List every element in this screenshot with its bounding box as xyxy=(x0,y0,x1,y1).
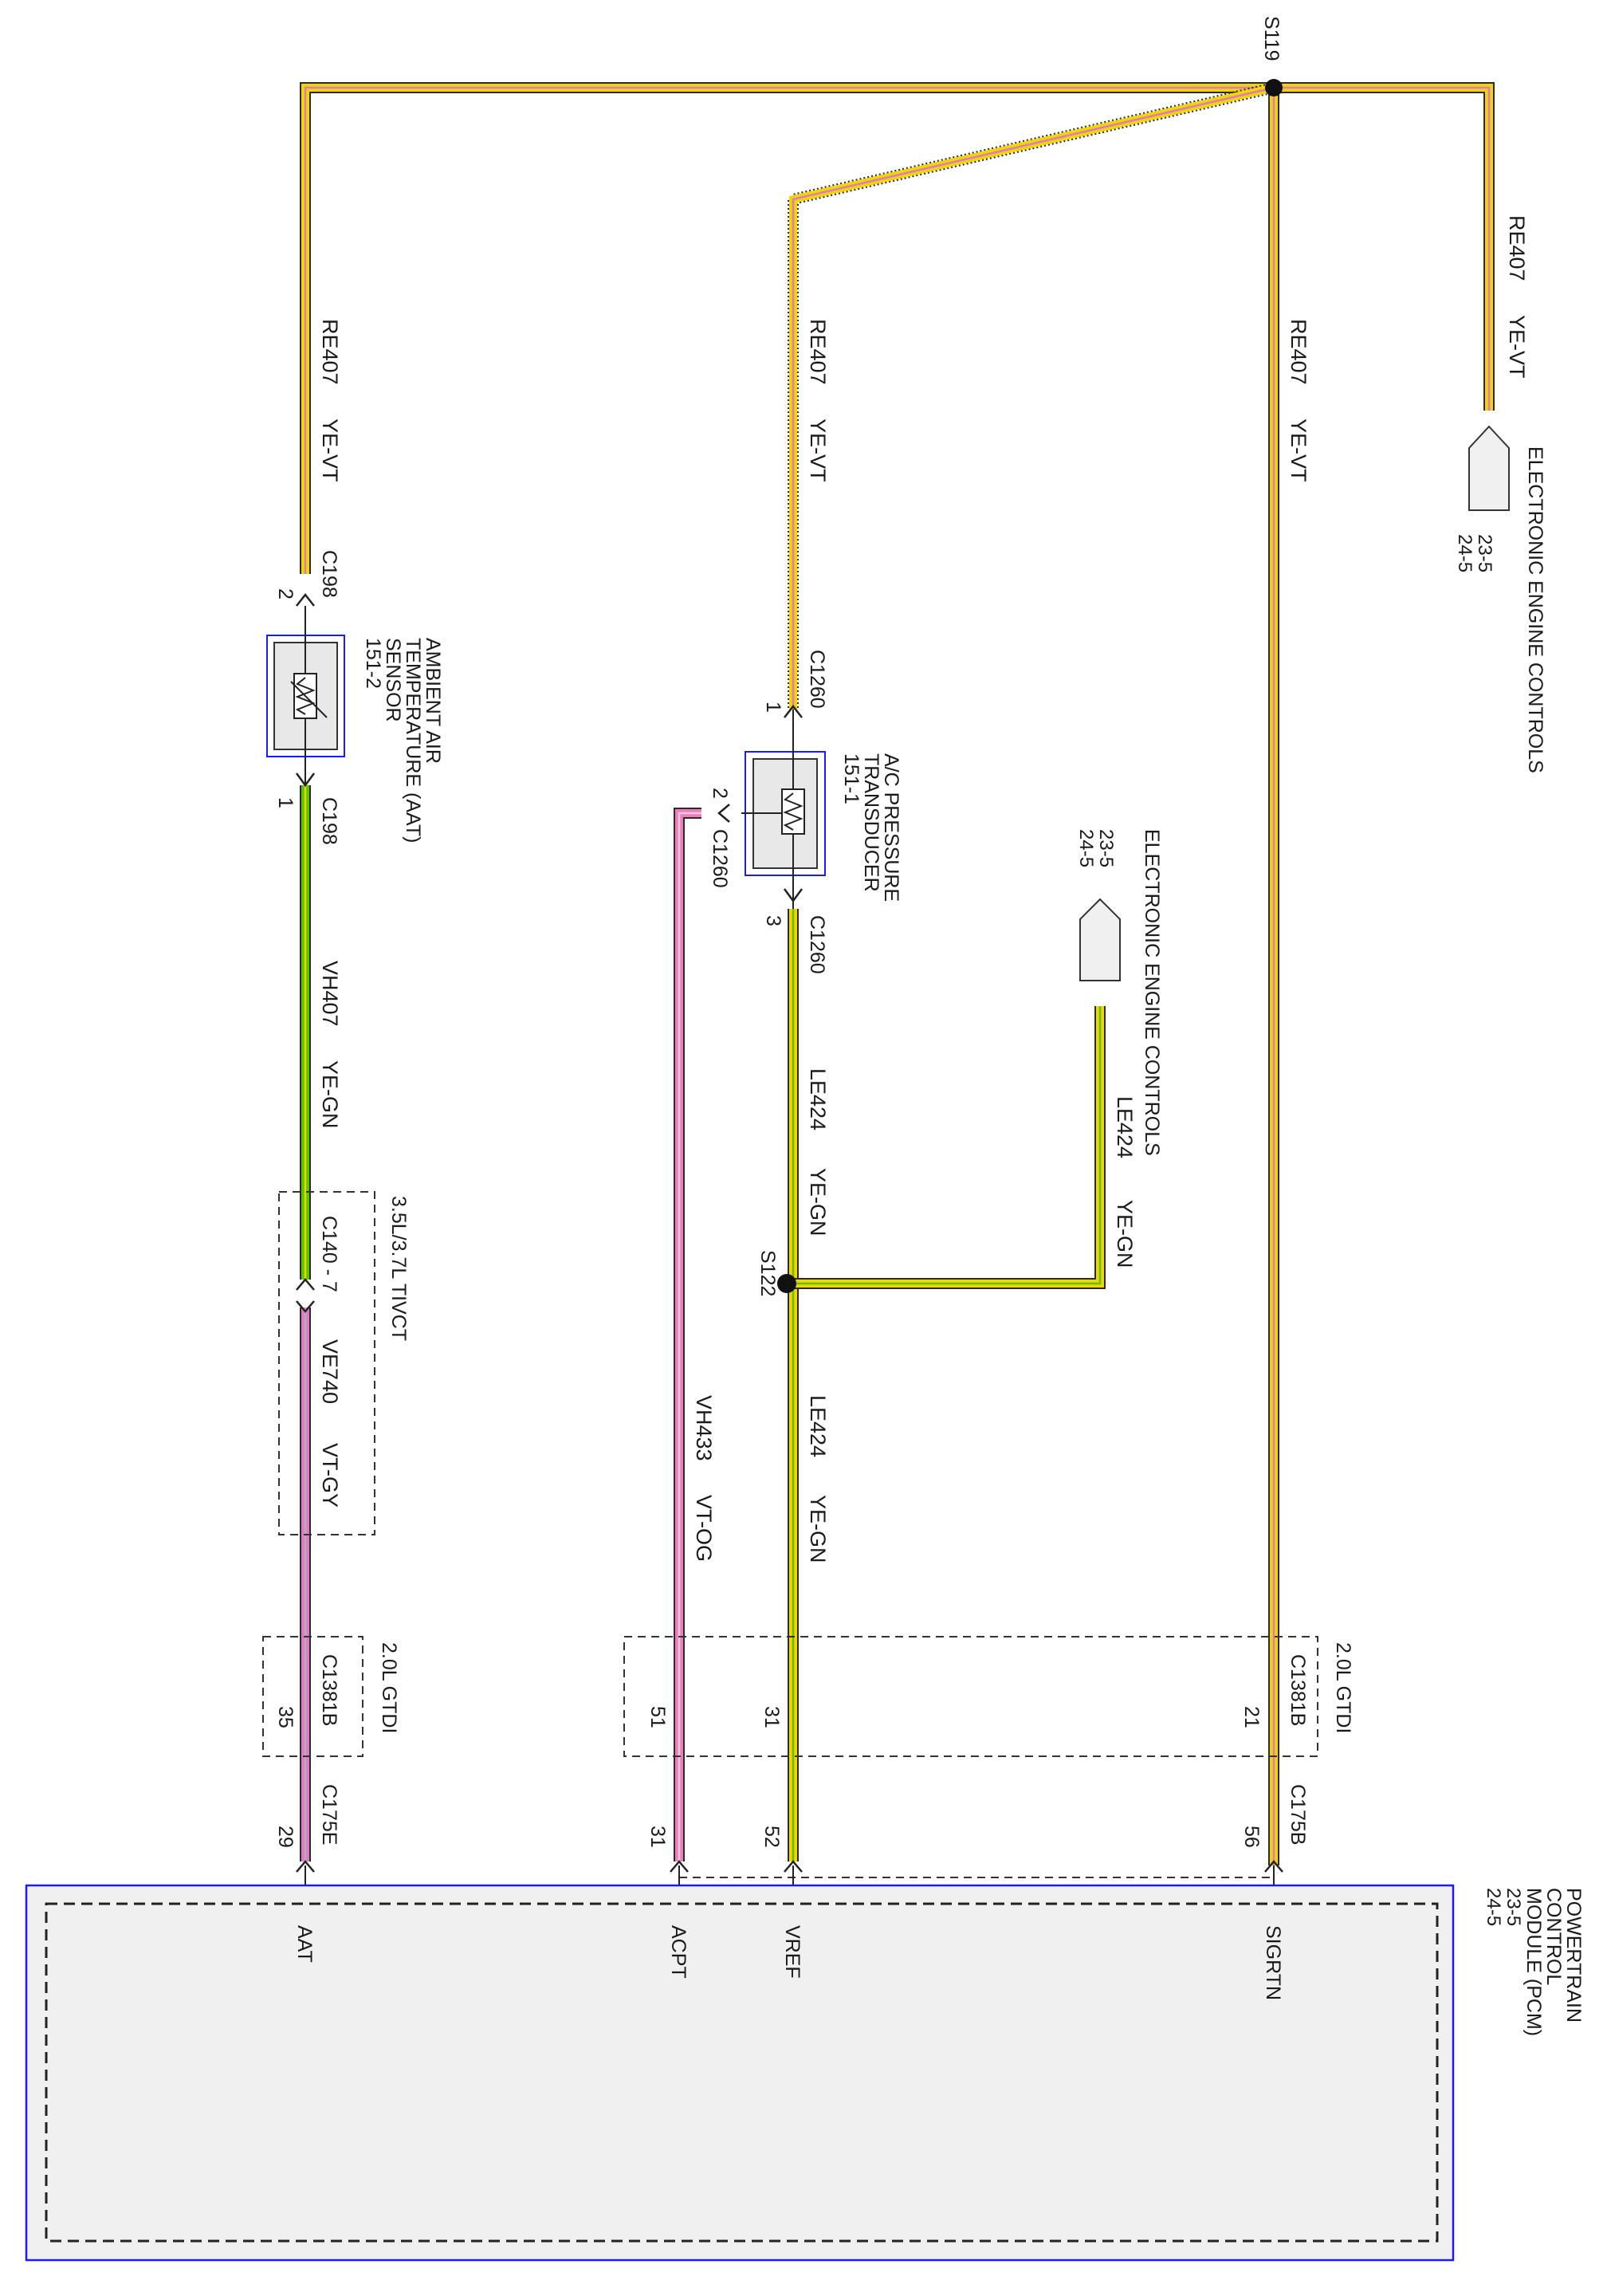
wire-label-color: YE-VT xyxy=(806,419,830,482)
option-box-tivct: 3.5L/3.7L TIVCT xyxy=(278,1191,410,1535)
svg-text:151-2: 151-2 xyxy=(362,638,384,689)
wire-label-color: YE-GN xyxy=(318,1060,342,1129)
svg-text:ELECTRONIC ENGINE CONTROLS: ELECTRONIC ENGINE CONTROLS xyxy=(1524,446,1546,773)
wire-label-circuit: VH433 xyxy=(692,1395,716,1461)
wire-label-color: YE-VT xyxy=(318,419,342,482)
wire-vh433 xyxy=(674,808,701,1862)
wire-label-circuit: LE424 xyxy=(806,1068,830,1130)
svg-text:C175E: C175E xyxy=(318,1784,340,1845)
aat-sensor-label: AMBIENT AIR TEMPERATURE (AAT) SENSOR 151… xyxy=(362,638,444,843)
option-box-gtdi-right: 2.0L GTDI C1381B 21 31 51 xyxy=(623,1636,1354,1757)
wire-label-color: YE-GN xyxy=(806,1168,830,1236)
wire-label-color: YE-VT xyxy=(1287,419,1310,482)
svg-text:23-5: 23-5 xyxy=(1095,829,1117,867)
svg-text:C1381B: C1381B xyxy=(318,1654,340,1726)
wire-label-circuit: RE407 xyxy=(1287,319,1310,385)
svg-text:2: 2 xyxy=(274,588,297,600)
pcm-pin-acpt: ACPT xyxy=(667,1925,690,1979)
eec-mid-arrow-icon xyxy=(1079,898,1121,981)
svg-text:SENSOR: SENSOR xyxy=(382,638,404,722)
acp-transducer xyxy=(717,710,826,909)
splice-s119-label: S119 xyxy=(1260,16,1283,61)
svg-text:ELECTRONIC ENGINE CONTROLS: ELECTRONIC ENGINE CONTROLS xyxy=(1141,829,1163,1156)
svg-text:24-5: 24-5 xyxy=(1483,1888,1504,1926)
svg-text:31: 31 xyxy=(646,1826,669,1848)
connector-c1260-side: C1260 2 xyxy=(709,788,731,888)
connector-c198-top: C198 2 xyxy=(274,550,340,607)
wire-le424 xyxy=(788,909,1106,1862)
svg-text:29: 29 xyxy=(274,1826,297,1848)
svg-text:2.0L GTDI: 2.0L GTDI xyxy=(378,1642,400,1733)
wire-label-circuit: LE424 xyxy=(1113,1096,1137,1158)
eec-top-label: ELECTRONIC ENGINE CONTROLS 23-5 24-5 xyxy=(1454,446,1546,773)
svg-text:31: 31 xyxy=(760,1706,783,1728)
svg-text:3.5L/3.7L TIVCT: 3.5L/3.7L TIVCT xyxy=(387,1196,410,1341)
wire-label-color: YE-GN xyxy=(1113,1200,1137,1268)
wire-label-circuit: RE407 xyxy=(318,319,342,385)
svg-text:52: 52 xyxy=(760,1826,783,1848)
connector-c1260-top: C1260 1 xyxy=(762,650,828,718)
svg-text:MODULE (PCM): MODULE (PCM) xyxy=(1523,1888,1545,2036)
svg-text:2.0L GTDI: 2.0L GTDI xyxy=(1332,1642,1354,1733)
wire-label-circuit: RE407 xyxy=(806,319,830,385)
svg-text:C1260: C1260 xyxy=(806,650,828,709)
svg-text:POWERTRAIN: POWERTRAIN xyxy=(1562,1888,1585,2023)
svg-text:2: 2 xyxy=(709,788,731,799)
aat-sensor xyxy=(266,606,345,785)
wire-label-circuit: VH407 xyxy=(318,961,342,1027)
pcm-pin-sigrtn: SIGRTN xyxy=(1262,1925,1284,2000)
splice-s122 xyxy=(777,1274,796,1293)
connector-c1260-bottom: C1260 3 xyxy=(762,888,828,974)
connector-c175e: C175E 29 xyxy=(274,1784,340,1905)
wire-label-color: YE-VT xyxy=(1505,315,1529,379)
connector-c198-bottom: C198 1 xyxy=(274,773,340,845)
svg-text:C1260: C1260 xyxy=(806,915,828,974)
wire-label-color: YE-GN xyxy=(806,1495,830,1563)
svg-text:TEMPERATURE (AAT): TEMPERATURE (AAT) xyxy=(402,638,424,843)
svg-text:C175B: C175B xyxy=(1287,1784,1309,1845)
svg-text:23-5: 23-5 xyxy=(1474,534,1495,572)
svg-text:24-5: 24-5 xyxy=(1075,829,1097,867)
pcm-pin-aat: AAT xyxy=(293,1925,316,1963)
svg-text:C198: C198 xyxy=(318,797,340,845)
splice-s122-label: S122 xyxy=(756,1250,779,1296)
pcm-pin-vref: VREF xyxy=(781,1925,804,1979)
wire-re407-top-run xyxy=(300,82,1495,574)
svg-text:1: 1 xyxy=(274,797,297,808)
svg-text:TRANSDUCER: TRANSDUCER xyxy=(860,753,882,892)
svg-text:1: 1 xyxy=(762,702,784,713)
svg-text:24-5: 24-5 xyxy=(1454,534,1475,572)
option-box-gtdi-left: 2.0L GTDI C1381B 35 xyxy=(262,1636,400,1757)
wire-re407-diagonal xyxy=(788,82,1275,710)
pcm-module xyxy=(25,1884,1455,2262)
svg-text:C140 - 7: C140 - 7 xyxy=(318,1216,340,1292)
wire-label-circuit: LE424 xyxy=(806,1395,830,1457)
wire-label-circuit: VE740 xyxy=(318,1339,342,1404)
svg-text:CONTROL: CONTROL xyxy=(1542,1888,1565,1985)
connector-c140: C140 - 7 xyxy=(296,1216,340,1313)
eec-top-arrow-icon xyxy=(1468,425,1510,511)
svg-text:A/C PRESSURE: A/C PRESSURE xyxy=(880,753,902,902)
svg-text:AMBIENT AIR: AMBIENT AIR xyxy=(422,638,444,764)
svg-text:23-5: 23-5 xyxy=(1503,1888,1524,1926)
wire-label-circuit: RE407 xyxy=(1505,215,1529,281)
svg-text:C1381B: C1381B xyxy=(1287,1654,1309,1726)
pcm-label: POWERTRAIN CONTROL MODULE (PCM) 23-5 24-… xyxy=(1483,1888,1585,2036)
svg-text:51: 51 xyxy=(646,1706,669,1728)
wire-label-color: VT-OG xyxy=(692,1495,716,1562)
svg-text:21: 21 xyxy=(1240,1706,1263,1728)
acp-transducer-label: A/C PRESSURE TRANSDUCER 151-1 xyxy=(840,753,902,902)
eec-mid-label: ELECTRONIC ENGINE CONTROLS 23-5 24-5 xyxy=(1075,829,1163,1156)
svg-text:35: 35 xyxy=(274,1706,297,1728)
splice-s119 xyxy=(1265,79,1283,96)
svg-text:C1260: C1260 xyxy=(709,829,731,888)
svg-text:56: 56 xyxy=(1240,1826,1263,1848)
svg-text:151-1: 151-1 xyxy=(840,753,862,804)
connector-c175b: C175B 56 xyxy=(1240,1784,1309,1905)
svg-text:C198: C198 xyxy=(318,550,340,598)
svg-text:3: 3 xyxy=(762,915,784,926)
wire-label-color: VT-GY xyxy=(318,1443,342,1508)
